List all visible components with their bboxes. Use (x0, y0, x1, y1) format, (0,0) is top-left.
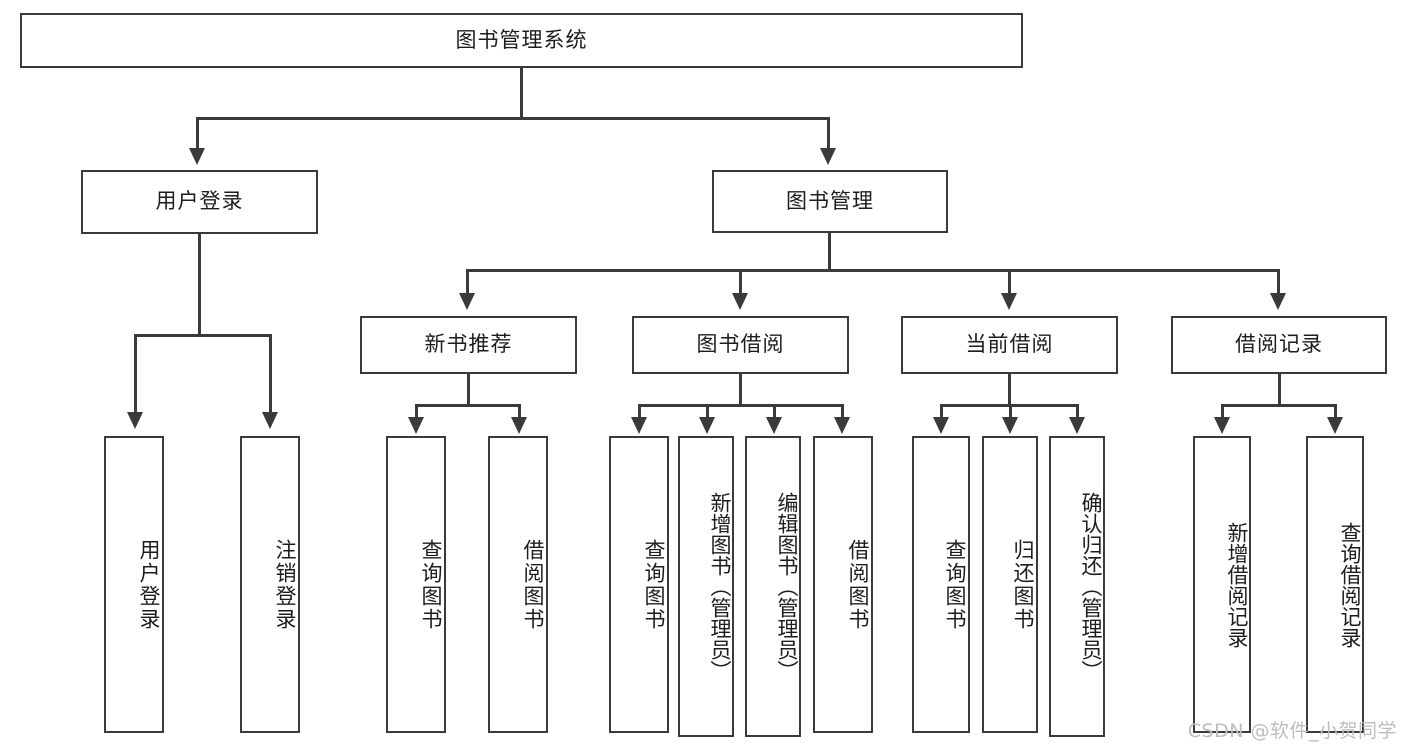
connector-borrow-to-leaf-4 (841, 404, 844, 419)
node-label: 新增借阅记录 (1225, 521, 1249, 648)
arrow-user-login-to-leaf-2 (262, 412, 278, 429)
leaf-borrow-books-new[interactable]: 借阅图书 (488, 436, 548, 733)
node-root-system[interactable]: 图书管理系统 (20, 13, 1023, 68)
arrow-records-to-leaf-1 (1214, 417, 1230, 434)
arrow-borrow-to-leaf-4 (834, 417, 850, 434)
leaf-query-books-current[interactable]: 查询图书 (912, 436, 970, 733)
node-current-borrow[interactable]: 当前借阅 (901, 316, 1118, 374)
connector-records-bar (1221, 404, 1337, 407)
connector-user-login-stem (198, 234, 201, 335)
node-label: 借阅图书 (846, 538, 870, 631)
node-label: 用户登录 (137, 538, 161, 631)
arrow-user-login-to-leaf-1 (127, 412, 143, 429)
arrow-records-to-leaf-2 (1327, 417, 1343, 434)
connector-user-login-to-leaf-2 (269, 334, 272, 414)
leaf-query-books-new[interactable]: 查询图书 (386, 436, 446, 733)
arrow-borrow-to-leaf-3 (766, 417, 782, 434)
connector-new-books-to-leaf-1 (415, 404, 418, 419)
node-new-book-recommend[interactable]: 新书推荐 (360, 316, 577, 374)
arrow-book-mgmt-to-new-books (459, 293, 475, 310)
arrow-new-books-to-leaf-1 (408, 417, 424, 434)
connector-book-mgmt-to-records (1277, 269, 1280, 295)
arrow-book-mgmt-to-records (1270, 293, 1286, 310)
leaf-add-borrow-record[interactable]: 新增借阅记录 (1193, 436, 1251, 733)
connector-borrow-to-leaf-2 (706, 404, 709, 419)
arrow-root-to-book-mgmt (820, 148, 836, 165)
arrow-borrow-to-leaf-1 (631, 417, 647, 434)
arrow-current-to-leaf-3 (1069, 417, 1085, 434)
connector-root-to-user-login (196, 117, 199, 150)
node-label: 编辑图书（管理员） (775, 492, 799, 681)
arrow-current-to-leaf-2 (1002, 417, 1018, 434)
node-label: 图书借阅 (696, 332, 785, 357)
connector-current-to-leaf-2 (1009, 404, 1012, 419)
connector-book-mgmt-to-borrow (739, 269, 742, 295)
node-book-borrow[interactable]: 图书借阅 (632, 316, 849, 374)
node-label: 新增图书（管理员） (708, 492, 732, 681)
leaf-logout[interactable]: 注销登录 (240, 436, 300, 733)
node-label: 确认归还（管理员） (1079, 492, 1103, 681)
connector-book-mgmt-stem (828, 233, 831, 271)
arrow-borrow-to-leaf-2 (699, 417, 715, 434)
connector-new-books-to-leaf-2 (518, 404, 521, 419)
connector-records-to-leaf-1 (1221, 404, 1224, 419)
connector-root-bar (196, 117, 830, 120)
connector-records-stem (1278, 374, 1281, 406)
node-label: 查询借阅记录 (1338, 521, 1362, 648)
leaf-query-books-borrow[interactable]: 查询图书 (609, 436, 669, 733)
node-book-management[interactable]: 图书管理 (712, 170, 948, 233)
arrow-current-to-leaf-1 (933, 417, 949, 434)
connector-book-mgmt-to-new-books (466, 269, 469, 295)
connector-borrow-to-leaf-1 (638, 404, 641, 419)
connector-new-books-bar (415, 404, 521, 407)
leaf-query-borrow-record[interactable]: 查询借阅记录 (1306, 436, 1364, 733)
connector-current-stem (1008, 374, 1011, 406)
leaf-confirm-return-admin[interactable]: 确认归还（管理员） (1049, 436, 1105, 737)
node-borrow-records[interactable]: 借阅记录 (1171, 316, 1387, 374)
node-label: 借阅记录 (1235, 332, 1323, 357)
connector-records-to-leaf-2 (1334, 404, 1337, 419)
node-label: 新书推荐 (424, 332, 513, 357)
node-label: 图书管理 (786, 188, 874, 213)
connector-borrow-bar (638, 404, 844, 407)
connector-root-stem (520, 68, 523, 118)
node-label: 归还图书 (1011, 538, 1035, 631)
node-label: 图书管理系统 (455, 27, 588, 52)
connector-user-login-bar (134, 334, 272, 337)
leaf-add-book-admin[interactable]: 新增图书（管理员） (678, 436, 734, 737)
connector-book-mgmt-bar (466, 269, 1280, 272)
arrow-new-books-to-leaf-2 (511, 417, 527, 434)
connector-current-to-leaf-3 (1076, 404, 1079, 419)
connector-new-books-stem (467, 374, 470, 406)
leaf-return-books[interactable]: 归还图书 (982, 436, 1038, 733)
node-label: 借阅图书 (521, 538, 545, 631)
node-label: 查询图书 (943, 538, 967, 631)
arrow-book-mgmt-to-borrow (732, 293, 748, 310)
leaf-user-login[interactable]: 用户登录 (104, 436, 164, 733)
connector-user-login-to-leaf-1 (134, 334, 137, 414)
leaf-borrow-books[interactable]: 借阅图书 (813, 436, 873, 733)
node-label: 当前借阅 (965, 332, 1054, 357)
connector-borrow-to-leaf-3 (773, 404, 776, 419)
leaf-edit-book-admin[interactable]: 编辑图书（管理员） (745, 436, 801, 737)
connector-root-to-book-mgmt (827, 117, 830, 150)
node-label: 注销登录 (273, 538, 297, 631)
connector-current-to-leaf-1 (940, 404, 943, 419)
connector-borrow-stem (739, 374, 742, 406)
node-label: 查询图书 (642, 538, 666, 631)
connector-book-mgmt-to-current (1008, 269, 1011, 295)
node-user-login[interactable]: 用户登录 (81, 170, 318, 234)
arrow-root-to-user-login (189, 148, 205, 165)
watermark: CSDN @软件_小贺同学 (1187, 720, 1397, 742)
node-label: 用户登录 (155, 189, 244, 214)
node-label: 查询图书 (419, 538, 443, 631)
arrow-book-mgmt-to-current (1001, 293, 1017, 310)
